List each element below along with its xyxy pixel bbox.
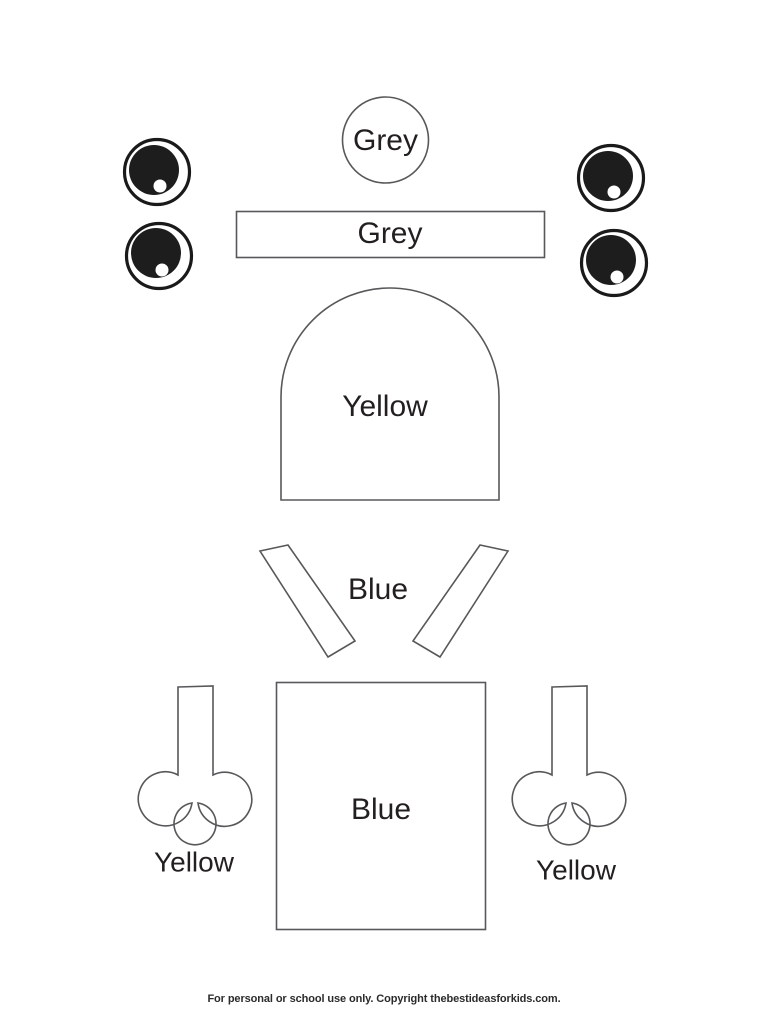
left-arm-part[interactable] bbox=[258, 544, 357, 659]
head-circle-shape[interactable] bbox=[341, 96, 430, 184]
right-foot-shape[interactable] bbox=[511, 685, 627, 846]
right-foot-part[interactable]: Yellow bbox=[511, 685, 627, 885]
eye-pupil bbox=[129, 145, 179, 195]
torso-square-part[interactable]: Blue bbox=[275, 681, 487, 931]
eye-top-left[interactable] bbox=[122, 137, 192, 207]
left-foot-shape[interactable] bbox=[137, 685, 253, 846]
right-arm-shape[interactable] bbox=[411, 544, 510, 659]
eye-bottom-left[interactable] bbox=[124, 221, 194, 291]
body-arch-shape[interactable] bbox=[280, 287, 500, 501]
eye-highlight-icon bbox=[610, 270, 624, 284]
eye-bottom-right[interactable] bbox=[579, 228, 649, 298]
left-arm-shape[interactable] bbox=[258, 544, 357, 659]
right-arm-part[interactable] bbox=[411, 544, 510, 659]
body-arch-part[interactable]: Yellow bbox=[280, 287, 500, 501]
left-foot-part[interactable]: Yellow bbox=[137, 685, 253, 877]
torso-square-label: Blue bbox=[351, 793, 411, 826]
beak-strip-shape[interactable] bbox=[235, 210, 546, 259]
torso-square-shape[interactable] bbox=[275, 681, 487, 931]
eye-pupil bbox=[131, 228, 181, 278]
head-circle-label: Grey bbox=[353, 124, 418, 157]
eye-pupil bbox=[586, 235, 636, 285]
arms-label: Blue bbox=[348, 573, 408, 606]
eye-highlight-icon bbox=[153, 179, 167, 193]
eye-highlight-icon bbox=[607, 185, 621, 199]
eye-pupil bbox=[583, 151, 633, 201]
beak-strip-label: Grey bbox=[357, 217, 422, 250]
copyright-footer: For personal or school use only. Copyrig… bbox=[207, 993, 561, 1005]
eye-highlight-icon bbox=[155, 263, 169, 277]
beak-strip-part[interactable]: Grey bbox=[235, 210, 546, 259]
body-arch-label: Yellow bbox=[342, 390, 428, 423]
head-circle-part[interactable]: Grey bbox=[341, 96, 430, 184]
eye-top-right[interactable] bbox=[576, 143, 646, 213]
left-foot-label: Yellow bbox=[154, 846, 235, 877]
right-foot-label: Yellow bbox=[536, 854, 617, 885]
